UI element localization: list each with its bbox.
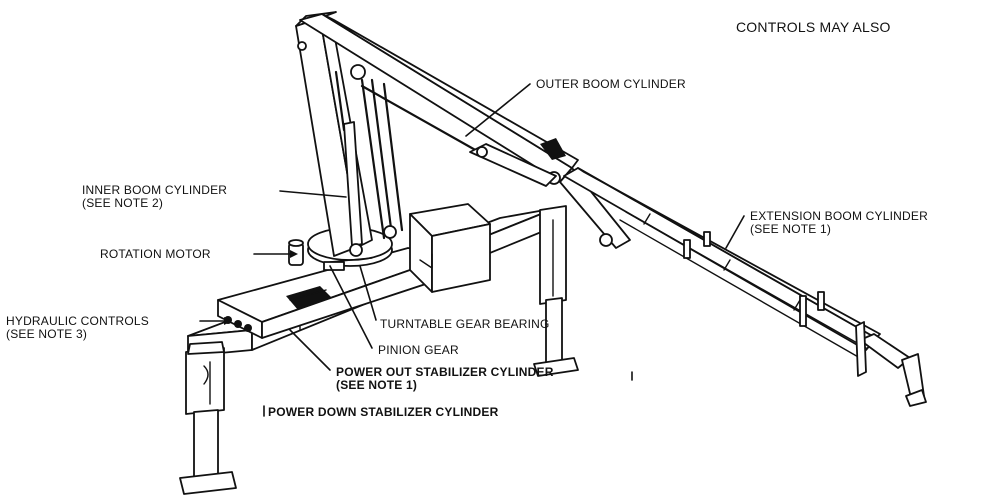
link-bars (360, 78, 404, 240)
label-outer-boom-cylinder: OUTER BOOM CYLINDER (536, 77, 686, 91)
inner-boom-cylinder-art (334, 64, 366, 257)
right-stabilizer-leg (533, 205, 579, 377)
hydraulic-tank (409, 203, 491, 293)
label-hydraulic-controls-line1: HYDRAULIC CONTROLS (6, 314, 149, 328)
extension-boom (563, 167, 927, 407)
label-pinion-gear: PINION GEAR (378, 343, 459, 357)
label-extension-boom-cylinder-line1: EXTENSION BOOM CYLINDER (750, 209, 928, 223)
outer-boom (299, 13, 631, 249)
label-extension-boom-cylinder: EXTENSION BOOM CYLINDER (SEE NOTE 1) (750, 210, 928, 236)
header-text: CONTROLS MAY ALSO (736, 19, 891, 35)
label-turntable-gear-bearing: TURNTABLE GEAR BEARING (380, 317, 550, 331)
label-power-out-stabilizer-note: (SEE NOTE 1) (336, 378, 418, 392)
label-power-down-stabilizer-cylinder: POWER DOWN STABILIZER CYLINDER (268, 405, 499, 419)
label-hydraulic-controls-note: (SEE NOTE 3) (6, 327, 88, 341)
label-extension-boom-cylinder-note: (SEE NOTE 1) (750, 222, 832, 236)
label-inner-boom-cylinder-line1: INNER BOOM CYLINDER (82, 183, 228, 197)
label-rotation-motor: ROTATION MOTOR (100, 247, 211, 261)
label-power-out-stabilizer-line1: POWER OUT STABILIZER CYLINDER (336, 365, 554, 379)
label-inner-boom-cylinder: INNER BOOM CYLINDER (SEE NOTE 2) (82, 184, 227, 210)
leader-lines (199, 83, 745, 417)
label-inner-boom-cylinder-note: (SEE NOTE 2) (82, 196, 164, 210)
label-hydraulic-controls: HYDRAULIC CONTROLS (SEE NOTE 3) (6, 315, 149, 341)
outer-boom-cylinder-art (360, 84, 557, 187)
label-power-out-stabilizer-cylinder: POWER OUT STABILIZER CYLINDER (SEE NOTE … (336, 366, 554, 392)
left-stabilizer-leg (179, 341, 237, 495)
